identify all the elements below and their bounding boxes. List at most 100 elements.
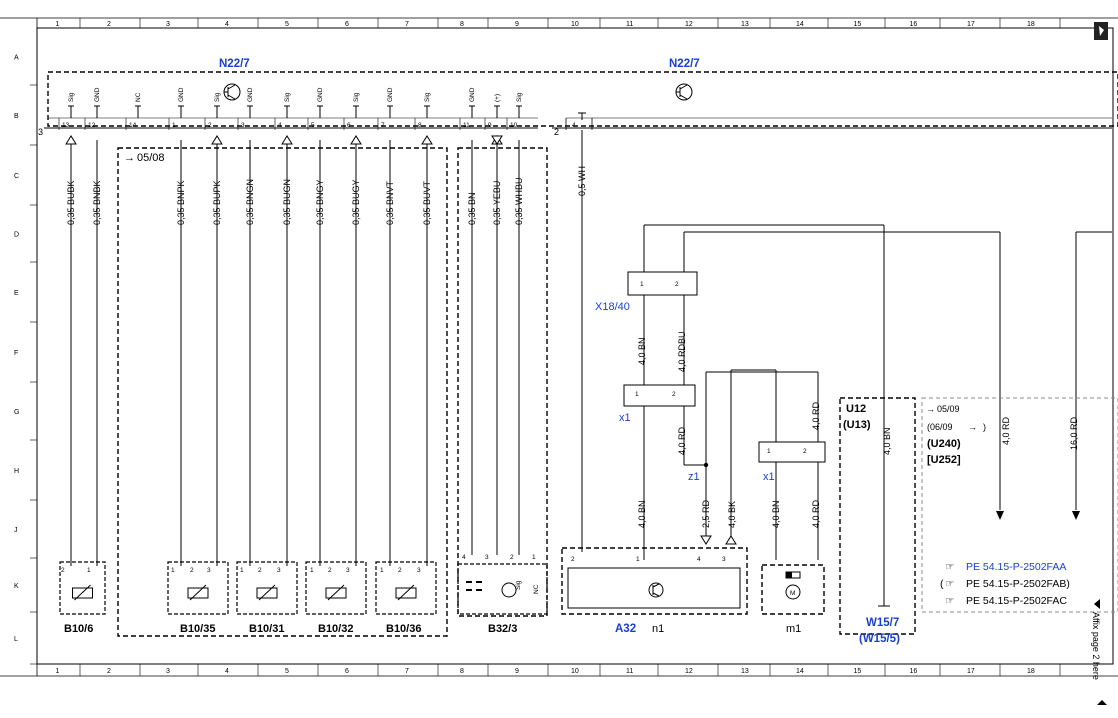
wire-label: 4,0 RD <box>811 401 821 430</box>
connector-strip-left: 13Sig12GND14NC1GND2Sig3GND4Sig5GND6Sig7G… <box>58 87 523 130</box>
pin-type-3: GND <box>247 87 254 102</box>
pin-number-5: 5 <box>311 122 315 129</box>
row-label: J <box>14 527 18 534</box>
connector-x1-lower: 1 2 <box>758 441 826 463</box>
wire-label: 4,0 RD <box>811 499 821 528</box>
pin-number-10: 10 <box>510 122 518 129</box>
pin-number-14: 14 <box>129 122 137 129</box>
col-label-bottom: 11 <box>626 668 633 675</box>
col-label-bottom: 13 <box>741 668 749 675</box>
svg-text:3: 3 <box>485 554 489 561</box>
page-corner-icon <box>1094 22 1108 40</box>
reference-2-icon: ☞ <box>945 578 954 590</box>
variant-year-left: 05/08 <box>137 152 165 164</box>
wire-label: 0,35 BNPK <box>176 180 186 225</box>
pin-number-4: 4 <box>278 122 282 129</box>
component-b10-32: B10/32 <box>318 623 353 635</box>
svg-text:3: 3 <box>207 567 211 574</box>
svg-text:1: 1 <box>640 281 644 288</box>
component-z1: z1 <box>688 471 700 483</box>
wire-label: 16,0 RD <box>1069 416 1079 450</box>
pin-number-right-4: 4 <box>572 122 576 129</box>
component-b10-36: B10/36 <box>386 623 421 635</box>
col-label-top: 7 <box>405 21 409 28</box>
component-w15-5: (W15/5) <box>859 633 900 645</box>
wire-label: 4,0 BK <box>727 501 737 528</box>
svg-text:1: 1 <box>87 567 91 574</box>
col-label-top: 1 <box>56 21 60 28</box>
svg-text:4: 4 <box>462 554 466 561</box>
svg-text:2: 2 <box>803 448 807 455</box>
pin-number-13: 13 <box>62 122 70 129</box>
col-label-bottom: 4 <box>225 668 229 675</box>
component-x18-40: X18/40 <box>595 301 630 313</box>
component-n1: n1 <box>652 623 664 635</box>
pin-type-7: GND <box>387 87 394 102</box>
variant-u12: U12 <box>846 403 866 415</box>
component-a32: A32 <box>615 623 636 635</box>
variant-line2-tail: ) <box>983 422 986 432</box>
component-b32-3: B32/3 <box>488 623 517 635</box>
module-label-left: N22/7 <box>219 58 250 70</box>
svg-text:2: 2 <box>398 567 402 574</box>
wire-label: 0,35 BNGN <box>245 179 255 225</box>
wire-label: 0,35 BUBK <box>66 180 76 225</box>
wire-label: 0,35 BNBK <box>92 180 102 225</box>
side-note-arrow-bottom <box>1097 700 1107 705</box>
variant-line2: (06/09 <box>927 422 953 432</box>
component-a32-block: 2 1 4 3 <box>561 547 748 615</box>
col-label-bottom: 7 <box>405 668 409 675</box>
col-label-top: 3 <box>166 21 170 28</box>
variant-group-05-09 <box>921 397 1118 613</box>
variant-line3: (U240) <box>927 438 961 450</box>
pin-number-1: 1 <box>172 122 176 129</box>
col-label-bottom: 15 <box>854 668 862 675</box>
col-label-bottom: 12 <box>685 668 693 675</box>
reference-2[interactable]: PE 54.15-P-2502FAB) <box>966 578 1070 590</box>
svg-text:3: 3 <box>722 556 726 563</box>
pin-number-12: 12 <box>88 122 96 129</box>
wire-label: 4,0 BN <box>637 500 647 528</box>
pin-type-10: Sig <box>516 92 523 102</box>
wire-label: 0,35 BN <box>467 192 477 225</box>
svg-text:2: 2 <box>571 556 575 563</box>
component-b10-35: B10/35 <box>180 623 215 635</box>
pin-type-11: GND <box>469 87 476 102</box>
svg-text:M: M <box>790 590 795 597</box>
module-label-right: N22/7 <box>669 58 700 70</box>
col-label-top: 4 <box>225 21 229 28</box>
row-label: L <box>14 636 18 643</box>
col-label-bottom: 18 <box>1027 668 1035 675</box>
col-label-top: 6 <box>345 21 349 28</box>
svg-text:2: 2 <box>258 567 262 574</box>
svg-text:3: 3 <box>417 567 421 574</box>
wire-label: 2,5 RD <box>701 499 711 528</box>
variant-line2-arrow: → <box>968 422 977 432</box>
transistor-icon-right <box>675 83 693 101</box>
component-b10-6: B10/6 <box>64 623 93 635</box>
col-label-top: 10 <box>571 21 579 28</box>
module-box-n22-7 <box>47 71 1118 127</box>
side-note-arrow-top <box>1094 599 1100 609</box>
svg-text:1: 1 <box>240 567 244 574</box>
pin-type-5: GND <box>317 87 324 102</box>
pin-number-2: 2 <box>208 122 212 129</box>
svg-text:1: 1 <box>380 567 384 574</box>
svg-text:4: 4 <box>697 556 701 563</box>
reference-3[interactable]: PE 54.15-P-2502FAC <box>966 595 1067 607</box>
col-label-bottom: 17 <box>967 668 975 675</box>
pin-type-13: Sig <box>68 92 75 102</box>
side-note-affix: Affix page 2 here <box>1091 612 1101 680</box>
col-label-bottom: 8 <box>460 668 464 675</box>
wire-label: 4,0 BN <box>637 337 647 365</box>
row-label: E <box>14 290 19 297</box>
pin-type-8: Sig <box>424 92 431 102</box>
reference-1[interactable]: PE 54.15-P-2502FAA <box>966 561 1066 573</box>
wire-label: 0,35 WHBU <box>514 177 524 225</box>
svg-text:2: 2 <box>675 281 679 288</box>
col-label-top: 16 <box>910 21 918 28</box>
row-label: K <box>14 583 19 590</box>
row-label: D <box>14 232 19 239</box>
